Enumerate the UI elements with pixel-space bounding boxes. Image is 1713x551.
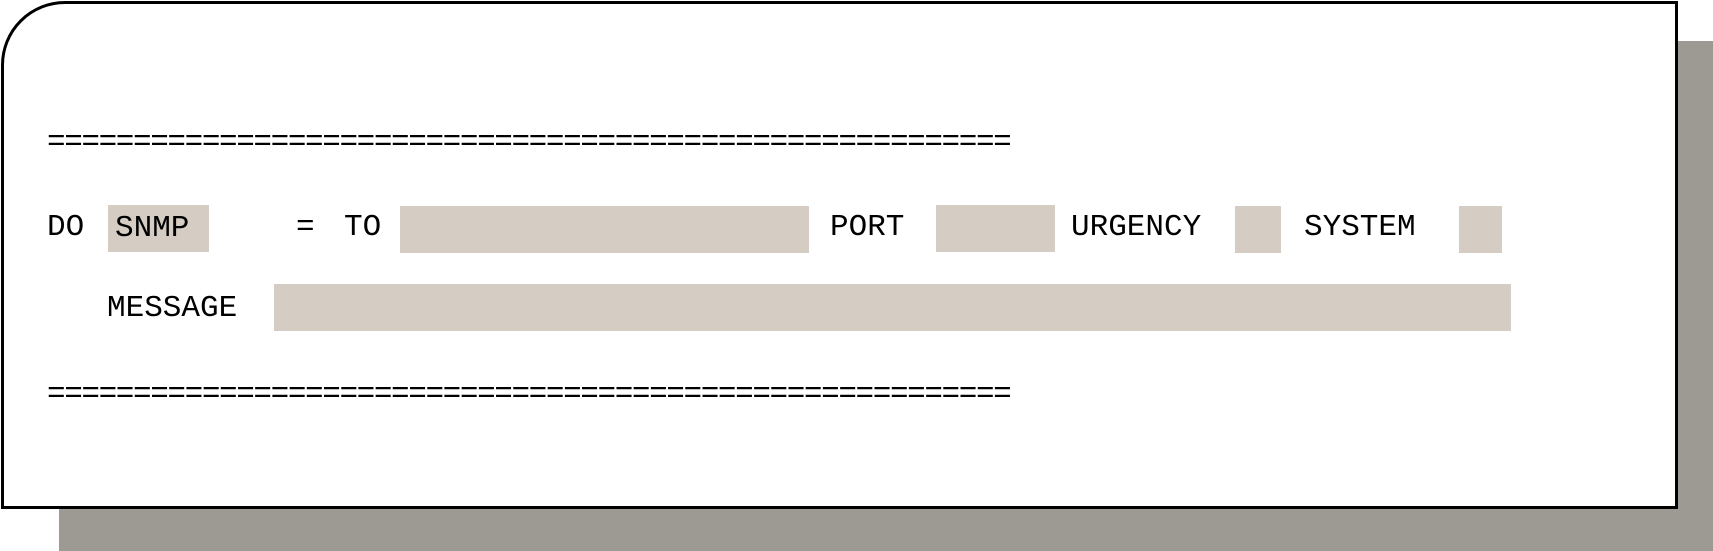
message-field[interactable] (274, 284, 1511, 331)
message-label: MESSAGE (107, 291, 238, 326)
system-field[interactable] (1459, 206, 1502, 253)
system-label: SYSTEM (1304, 210, 1416, 245)
urgency-label: URGENCY (1071, 210, 1202, 245)
to-field[interactable] (400, 206, 809, 253)
equals-sign: = (296, 210, 315, 245)
command-field[interactable]: SNMP (108, 205, 209, 252)
bottom-separator: ========================================… (47, 377, 1012, 412)
do-label: DO (47, 210, 85, 245)
port-label: PORT (830, 210, 905, 245)
do-snmp-panel: ========================================… (1, 1, 1678, 509)
top-separator: ========================================… (47, 125, 1012, 160)
port-field[interactable] (936, 205, 1055, 252)
urgency-field[interactable] (1235, 206, 1281, 253)
to-label: TO (344, 210, 382, 245)
